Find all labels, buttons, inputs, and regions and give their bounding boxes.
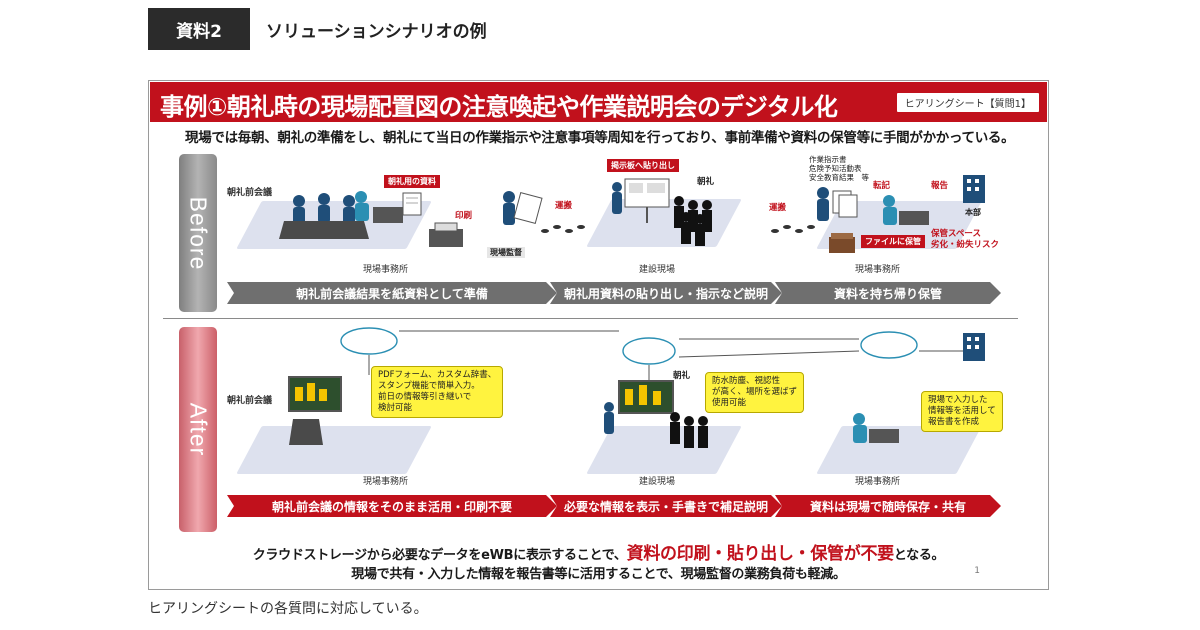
summary-line-1-pre: クラウドストレージから必要なデータをeWBに表示することで、 (252, 548, 627, 563)
document-label: 資料2 (148, 8, 250, 50)
footprints-icon-2 (771, 225, 815, 233)
area-office-before: 現場事務所 (363, 265, 409, 275)
ewb-feature-callout-2: 防水防塵、視認性 が高く、場所を選ばず 使用可能 (705, 372, 805, 413)
document-header: 資料2 ソリューションシナリオの例 (148, 8, 487, 50)
slide-figure: 事例①朝礼時の現場配置図の注意喚起や作業説明会のデジタル化 ヒアリングシート【質… (148, 80, 1049, 590)
hq-label: 本部 (965, 208, 981, 217)
headquarters-building-icon-after (963, 333, 985, 361)
slide-title: 事例①朝礼時の現場配置図の注意喚起や作業説明会のデジタル化 (160, 93, 838, 121)
slide-banner: 事例①朝礼時の現場配置図の注意喚起や作業説明会のデジタル化 ヒアリングシート【質… (150, 82, 1047, 122)
before-step-2: 朝礼用資料の貼り出し・指示など説明 (550, 282, 782, 304)
hearing-sheet-tag: ヒアリングシート【質問1】 (896, 93, 1039, 112)
slide-lead-text: 現場では毎朝、朝礼の準備をし、朝礼にて当日の作業指示や注意事項等周知を行っており… (185, 130, 1015, 146)
worker-at-pc-icon (355, 191, 422, 223)
before-step-3: 資料を持ち帰り保管 (775, 282, 1001, 304)
transcribe-label: 転記 (873, 181, 891, 191)
chorei-label-before: 朝礼 (697, 177, 715, 187)
carry-label-2: 運搬 (769, 203, 787, 213)
cloud-sync-network-icon (340, 327, 969, 381)
area-office2-before: 現場事務所 (855, 265, 901, 275)
summary-highlight: 資料の印刷・貼り出し・保管が不要 (626, 544, 895, 564)
meeting-table-icon (279, 193, 369, 239)
before-meeting-label: 朝礼前会議 (227, 188, 273, 198)
ewb-display-icon (288, 376, 342, 412)
area-site-after: 建設現場 (639, 477, 676, 487)
report-label: 報告 (931, 181, 949, 191)
summary-line-1-post: となる。 (893, 548, 945, 563)
board-briefing-icon (612, 178, 712, 246)
footprints-icon (541, 225, 585, 233)
summary-line-2: 現場で共有・入力した情報を報告書等に活用することで、現場監督の業務負荷も軽減。 (351, 567, 846, 582)
area-site-before: 建設現場 (639, 265, 676, 275)
file-storage-tag: ファイルに保管 (861, 235, 925, 248)
summary-line-1: クラウドストレージから必要なデータをeWBに表示することで、資料の印刷・貼り出し… (149, 539, 1048, 564)
chorei-label-after: 朝礼 (673, 371, 691, 381)
area-office2-after: 現場事務所 (855, 477, 901, 487)
supervisor-with-papers-icon (817, 187, 858, 221)
supervisor-label: 現場監督 (487, 247, 525, 258)
figure-caption: ヒアリングシートの各質問に対応している。 (148, 601, 428, 617)
board-post-tag: 掲示板へ貼り出し (607, 159, 679, 172)
supervisor-with-docs-icon (503, 191, 543, 225)
file-boxes-icon (829, 233, 855, 253)
printer-icon (429, 222, 463, 247)
headquarters-building-icon (963, 175, 985, 203)
after-step-3: 資料は現場で随時保存・共有 (775, 495, 1001, 517)
document-title: ソリューションシナリオの例 (266, 21, 487, 42)
before-step-1: 朝礼前会議結果を紙資料として準備 (227, 282, 557, 304)
storage-risk-text: 保管スペース 劣化・紛失リスク (931, 229, 1000, 250)
before-after-divider (163, 318, 1018, 319)
after-step-2: 必要な情報を表示・手書きで補足説明 (550, 495, 782, 517)
area-office-after: 現場事務所 (363, 477, 409, 487)
ewb-feature-callout-1: PDFフォーム、カスタム辞書、 スタンプ機能で簡単入力。 前日の情報等引き継いで… (371, 366, 504, 418)
docs-list: 作業指示書 危険予知活動表 安全教育結果 等 (809, 155, 869, 182)
report-callout: 現場で入力した 情報等を活用して 報告書を作成 (921, 391, 1003, 432)
print-label: 印刷 (455, 211, 473, 221)
morning-docs-tag: 朝礼用の資料 (384, 175, 440, 188)
after-meeting-label: 朝礼前会議 (227, 396, 273, 406)
after-tab: After (179, 327, 217, 532)
slide-page-number: 1 (974, 566, 980, 576)
after-step-1: 朝礼前会議の情報をそのまま活用・印刷不要 (227, 495, 557, 517)
worker-at-desk-icon (883, 195, 929, 225)
ewb-briefing-icon (604, 380, 708, 448)
carry-label-1: 運搬 (555, 201, 573, 211)
before-tab-label: Before (185, 196, 212, 270)
after-tab-label: After (185, 402, 212, 457)
before-tab: Before (179, 154, 217, 312)
meeting-table-after-icon (289, 419, 323, 445)
worker-at-desk-after-icon (853, 413, 899, 443)
